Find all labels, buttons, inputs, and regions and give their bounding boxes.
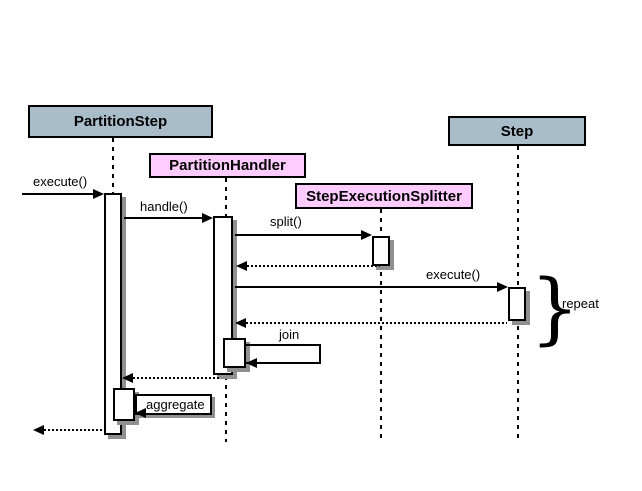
repeat-brace: } <box>530 264 580 354</box>
message-arrow-handle-line <box>124 217 202 219</box>
activation-join-nested <box>223 338 246 368</box>
message-arrow-split-head <box>361 230 372 240</box>
return-arrow-execute1-line <box>44 429 104 431</box>
message-label-aggregate: aggregate <box>146 397 205 412</box>
return-arrow-handle-line <box>133 377 219 379</box>
activation-step <box>508 287 526 321</box>
message-arrow-execute2-line <box>235 286 497 288</box>
self-message-aggregate-head <box>135 408 146 418</box>
actor-box-stepexecutionsplitter: StepExecutionSplitter <box>295 183 473 209</box>
message-label-execute2: execute() <box>426 267 481 282</box>
message-label-handle: handle() <box>140 199 188 214</box>
self-message-join-head <box>246 358 257 368</box>
message-arrow-split-line <box>235 234 361 236</box>
actor-label-stepexecutionsplitter: StepExecutionSplitter <box>306 187 462 205</box>
actor-box-partitionhandler: PartitionHandler <box>149 153 306 178</box>
message-label-split: split() <box>270 214 302 229</box>
actor-box-partitionstep: PartitionStep <box>28 105 213 138</box>
actor-label-partitionstep: PartitionStep <box>73 113 168 130</box>
repeat-label: repeat <box>562 296 599 311</box>
return-arrow-split-head <box>236 261 247 271</box>
activation-partitionstep <box>104 193 122 435</box>
activation-aggregate-nested <box>113 388 135 421</box>
return-arrow-split-line <box>247 265 380 267</box>
return-arrow-execute2-line <box>246 322 507 324</box>
message-label-join: join <box>279 327 300 342</box>
message-arrow-execute1-head <box>93 189 104 199</box>
message-arrow-execute2-head <box>497 282 508 292</box>
actor-label-step: Step <box>500 122 534 140</box>
message-arrow-handle-head <box>202 213 213 223</box>
message-label-execute1: execute() <box>33 174 88 189</box>
message-arrow-execute1-line <box>22 193 93 195</box>
lifeline-stepexecutionsplitter <box>380 209 382 442</box>
activation-partitionhandler <box>213 216 233 375</box>
return-arrow-execute1-head <box>33 425 44 435</box>
return-arrow-handle-head <box>122 373 133 383</box>
self-message-aggregate-loop <box>135 394 212 415</box>
return-arrow-execute2-head <box>235 318 246 328</box>
actor-label-partitionhandler: PartitionHandler <box>169 157 286 174</box>
activation-stepexecutionsplitter <box>372 236 390 266</box>
actor-box-step: Step <box>448 116 586 146</box>
self-message-join-loop <box>244 344 321 364</box>
